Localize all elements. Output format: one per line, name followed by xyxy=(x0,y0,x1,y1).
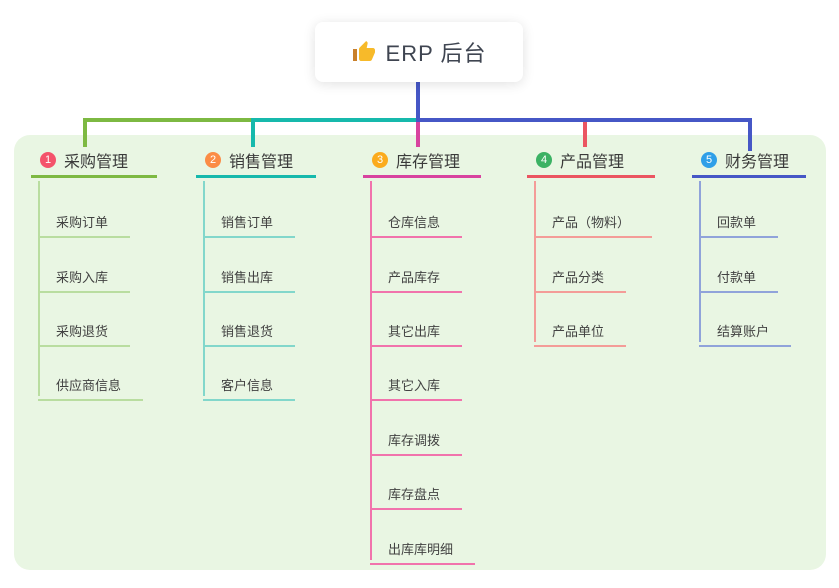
child-node-product-material[interactable]: 产品（物料） xyxy=(534,203,653,238)
branch-number-badge: 1 xyxy=(40,152,56,168)
child-node-product-stock[interactable]: 产品库存 xyxy=(370,258,463,293)
connector-drop-finance xyxy=(748,118,752,151)
child-node-receipt-bill[interactable]: 回款单 xyxy=(699,203,779,238)
root-title: ERP 后台 xyxy=(385,41,487,66)
connector-horizontal-purchase xyxy=(83,118,255,122)
branch-number-badge: 2 xyxy=(205,152,221,168)
child-node-payment-bill[interactable]: 付款单 xyxy=(699,258,779,293)
child-node-sales-outbound[interactable]: 销售出库 xyxy=(203,258,296,293)
branch-children-connector xyxy=(534,181,536,342)
branch-children-connector xyxy=(38,181,40,396)
child-node-customer-info[interactable]: 客户信息 xyxy=(203,366,296,401)
branch-header-sales[interactable]: 2 销售管理 xyxy=(196,145,316,178)
child-node-outbound-detail[interactable]: 出库库明细 xyxy=(370,530,476,565)
branch-label: 销售管理 xyxy=(229,154,294,171)
branch-label: 产品管理 xyxy=(560,154,625,171)
connector-drop-product xyxy=(583,118,587,147)
child-node-stock-taking[interactable]: 库存盘点 xyxy=(370,475,463,510)
branch-header-inventory[interactable]: 3 库存管理 xyxy=(363,145,481,178)
child-node-other-inbound[interactable]: 其它入库 xyxy=(370,366,463,401)
child-node-product-unit[interactable]: 产品单位 xyxy=(534,312,627,347)
branch-header-purchase[interactable]: 1 采购管理 xyxy=(31,145,157,178)
branch-number-badge: 4 xyxy=(536,152,552,168)
root-stem-connector xyxy=(416,82,420,122)
branch-label: 财务管理 xyxy=(725,154,790,171)
child-node-sales-return[interactable]: 销售退货 xyxy=(203,312,296,347)
child-node-purchase-return[interactable]: 采购退货 xyxy=(38,312,131,347)
connector-drop-sales xyxy=(251,118,255,147)
connector-drop-inventory xyxy=(416,118,420,147)
child-node-purchase-inbound[interactable]: 采购入库 xyxy=(38,258,131,293)
child-node-supplier-info[interactable]: 供应商信息 xyxy=(38,366,144,401)
child-node-product-category[interactable]: 产品分类 xyxy=(534,258,627,293)
child-node-warehouse-info[interactable]: 仓库信息 xyxy=(370,203,463,238)
branches-panel xyxy=(14,135,826,570)
child-node-settlement-account[interactable]: 结算账户 xyxy=(699,312,792,347)
root-node-erp[interactable]: ERP 后台 xyxy=(315,22,523,82)
child-node-sales-order[interactable]: 销售订单 xyxy=(203,203,296,238)
branch-header-finance[interactable]: 5 财务管理 xyxy=(692,145,806,178)
connector-horizontal-finance xyxy=(416,118,752,122)
branch-label: 库存管理 xyxy=(396,154,461,171)
thumbs-up-icon xyxy=(352,40,376,64)
child-node-stock-transfer[interactable]: 库存调拨 xyxy=(370,421,463,456)
branch-children-connector xyxy=(699,181,701,342)
branch-number-badge: 3 xyxy=(372,152,388,168)
branch-label: 采购管理 xyxy=(64,154,129,171)
branch-header-product[interactable]: 4 产品管理 xyxy=(527,145,655,178)
branch-children-connector xyxy=(203,181,205,396)
branch-children-connector xyxy=(370,181,372,560)
connector-drop-purchase xyxy=(83,118,87,147)
branch-number-badge: 5 xyxy=(701,152,717,168)
child-node-other-outbound[interactable]: 其它出库 xyxy=(370,312,463,347)
child-node-purchase-order[interactable]: 采购订单 xyxy=(38,203,131,238)
connector-horizontal-sales xyxy=(251,118,420,122)
